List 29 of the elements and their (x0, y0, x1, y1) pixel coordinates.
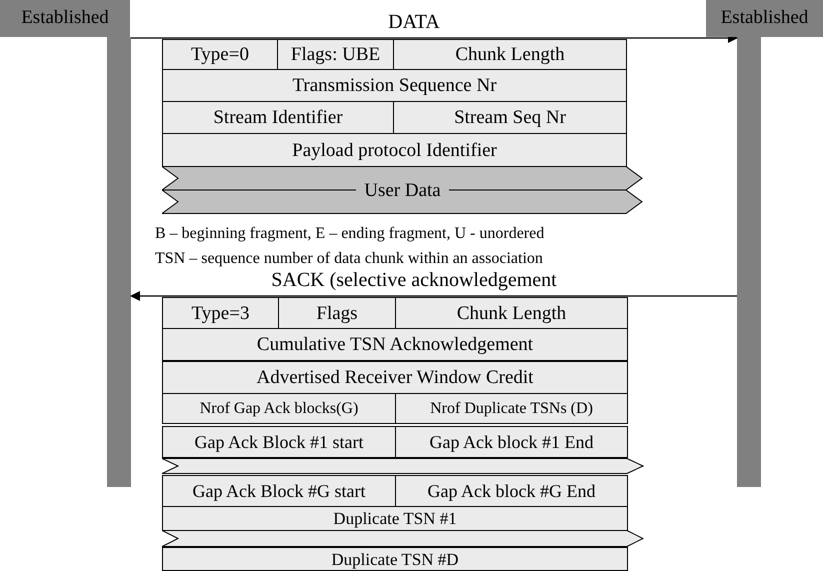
header-field: Advertised Receiver Window Credit (162, 361, 628, 394)
header-field: Chunk Length (393, 39, 627, 70)
note-text: B – beginning fragment, E – ending fragment, U - unordered (155, 224, 544, 244)
header-field: Duplicate TSN #1 (162, 506, 628, 531)
header-field: Nrof Gap Ack blocks(G) (162, 393, 396, 424)
header-field: Stream Seq Nr (393, 101, 627, 134)
header-field: Duplicate TSN #D (162, 547, 628, 571)
header-field: Gap Ack block #1 End (395, 426, 628, 458)
header-field: Payload protocol Identifier (162, 133, 627, 167)
lifeline-bar (737, 37, 761, 487)
header-field: Flags: UBE (277, 39, 394, 70)
header-field: Transmission Sequence Nr (162, 69, 627, 102)
note-text: TSN – sequence number of data chunk within an association (155, 249, 543, 269)
header-field: Gap Ack block #G End (395, 475, 628, 507)
header-field: Cumulative TSN Acknowledgement (162, 328, 628, 361)
state-label: Established (0, 0, 130, 37)
continuation-band (162, 458, 644, 474)
header-field: Chunk Length (395, 297, 628, 329)
header-field: Gap Ack Block #1 start (162, 426, 396, 458)
header-field: Flags (278, 297, 396, 329)
header-field: Type=3 (162, 297, 279, 329)
header-field: Nrof Duplicate TSNs (D) (395, 393, 628, 424)
continuation-band (162, 530, 644, 547)
header-field: Gap Ack Block #G start (162, 475, 396, 507)
header-field: Stream Identifier (162, 101, 394, 134)
state-label: Established (706, 0, 823, 37)
message-arrow (130, 291, 737, 301)
header-field: Type=0 (162, 39, 278, 70)
lifeline-bar (107, 37, 131, 487)
